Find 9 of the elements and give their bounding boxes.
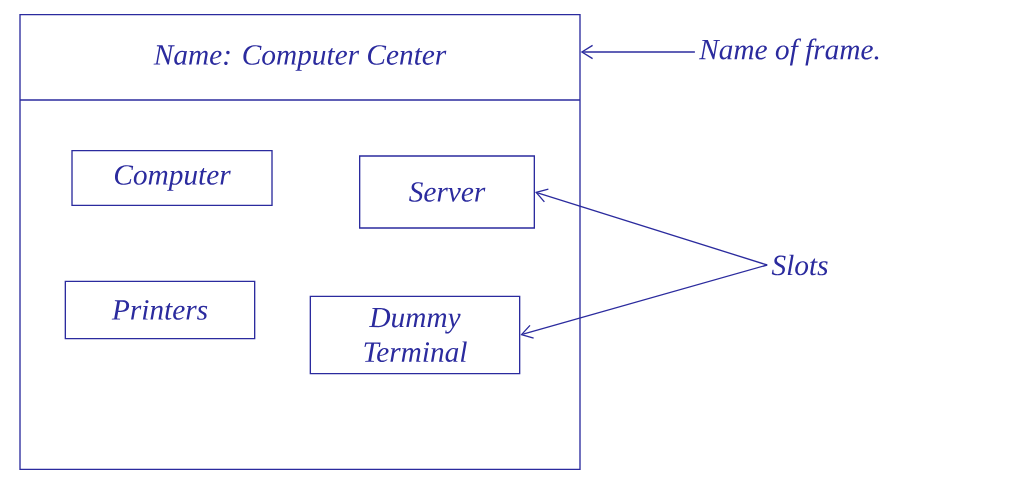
annotation-text: Slots: [771, 254, 828, 276]
slot-box: Dummy Terminal: [309, 295, 521, 375]
arrow: [520, 264, 768, 339]
arrow: [535, 188, 768, 266]
slot-box: Computer: [71, 150, 273, 206]
slot-box: Server: [359, 155, 535, 229]
arrow: [580, 44, 696, 60]
annotation-text: Name of frame.: [698, 38, 879, 66]
slot-box: Printers: [64, 280, 256, 340]
